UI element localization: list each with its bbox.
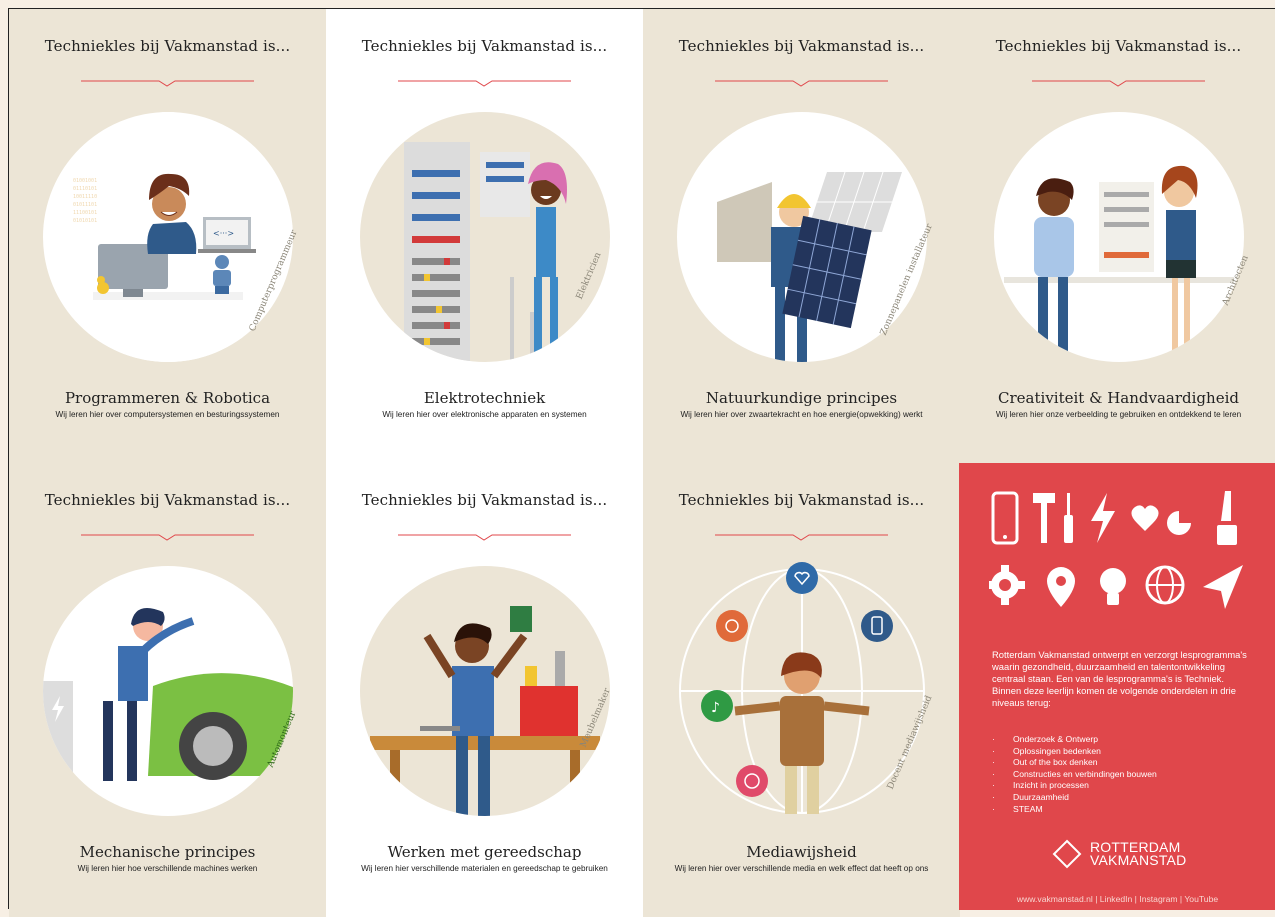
- card-header: Techniekles bij Vakmanstad is...: [44, 37, 291, 55]
- illustration-circle: [360, 566, 610, 816]
- card-title: Elektrotechniek: [423, 389, 546, 407]
- card-description: Wij leren hier onze verbeelding te gebru…: [995, 410, 1242, 419]
- card-description: Wij leren hier over zwaartekracht en hoe…: [680, 410, 923, 419]
- lightning-icon: [1091, 493, 1115, 543]
- header-divider: [81, 80, 254, 87]
- list-item: Onderzoek & Ontwerp: [992, 734, 1157, 746]
- card-header: Techniekles bij Vakmanstad is...: [678, 491, 925, 509]
- icon-grid: [989, 491, 1243, 609]
- list-item: STEAM: [992, 804, 1157, 816]
- solar-installer-illustration: [717, 171, 902, 362]
- architects-illustration: [1004, 165, 1234, 353]
- robot-claw-icon: [153, 112, 183, 141]
- header-divider: [1032, 80, 1205, 87]
- diamond-icon: [1052, 839, 1082, 869]
- illustration-circle: 01001001 01110101 10011110 01011101 11100101…: [43, 112, 293, 362]
- card-description: Wij leren hier over computersystemen en …: [55, 410, 280, 419]
- svg-text:<···>: <···>: [213, 229, 234, 238]
- screwdriver-icon: [1064, 493, 1073, 543]
- navigation-arrow-icon: [1203, 565, 1243, 609]
- card-description: Wij leren hier verschillende materialen …: [361, 864, 608, 873]
- pie-icon: [1167, 511, 1191, 535]
- card-mediawijsheid: Techniekles bij Vakmanstad is... ♪ Docen…: [643, 463, 960, 917]
- illustration-circle: [994, 112, 1244, 362]
- mechanic-illustration: [43, 608, 293, 781]
- phone-icon: [991, 491, 1019, 545]
- card-elektrotechniek: Techniekles bij Vakmanstad is... Elektri…: [326, 9, 643, 463]
- carpenter-illustration: [370, 606, 600, 816]
- card-header: Techniekles bij Vakmanstad is...: [361, 37, 608, 55]
- card-header: Techniekles bij Vakmanstad is...: [995, 37, 1242, 55]
- intro-text: Rotterdam Vakmanstad ontwerpt en verzorg…: [992, 649, 1247, 708]
- svg-text:♪: ♪: [711, 700, 720, 716]
- illustration-circle: [43, 566, 293, 816]
- svg-text:01011101: 01011101: [73, 202, 97, 208]
- card-creativiteit: Techniekles bij Vakmanstad is... Archite…: [960, 9, 1275, 463]
- logo-line-1: ROTTERDAM: [1090, 839, 1181, 855]
- illustration-circle: [360, 112, 610, 362]
- header-divider: [81, 534, 254, 541]
- card-description: Wij leren hier hoe verschillende machine…: [77, 864, 258, 873]
- list-item: Oplossingen bedenken: [992, 746, 1157, 758]
- techniek-poster: Techniekles bij Vakmanstad is... 0100100…: [8, 8, 1275, 917]
- card-description: Wij leren hier over verschillende media …: [674, 864, 929, 873]
- topic-list: Onderzoek & Ontwerp Oplossingen bedenken…: [992, 734, 1157, 815]
- svg-text:11100101: 11100101: [73, 210, 97, 216]
- card-header: Techniekles bij Vakmanstad is...: [44, 491, 291, 509]
- list-item: Duurzaamheid: [992, 792, 1157, 804]
- header-divider: [715, 534, 888, 541]
- header-divider: [398, 534, 571, 541]
- header-divider: [715, 80, 888, 87]
- card-header: Techniekles bij Vakmanstad is...: [361, 491, 608, 509]
- heart-icon: [1131, 505, 1159, 531]
- list-item: Inzicht in processen: [992, 780, 1157, 792]
- list-item: Constructies en verbindingen bouwen: [992, 769, 1157, 781]
- card-mechanische: Techniekles bij Vakmanstad is... Automon…: [9, 463, 326, 917]
- card-title: Mechanische principes: [79, 843, 256, 861]
- media-literacy-illustration: ♪: [679, 562, 925, 814]
- svg-text:01010101: 01010101: [73, 218, 97, 224]
- programmer-illustration: 01001001 01110101 10011110 01011101 11100101…: [73, 112, 256, 362]
- illustration-circle: ♪: [677, 562, 927, 816]
- card-gereedschap: Techniekles bij Vakmanstad is... Meubelm…: [326, 463, 643, 917]
- list-item: Out of the box denken: [992, 757, 1157, 769]
- card-description: Wij leren hier over elektronische appara…: [382, 410, 587, 419]
- card-title: Natuurkundige principes: [705, 389, 898, 407]
- card-programmeren: Techniekles bij Vakmanstad is... 0100100…: [9, 9, 326, 463]
- card-title: Creativiteit & Handvaardigheid: [998, 389, 1239, 407]
- saw-icon: [1217, 491, 1237, 545]
- card-title: Programmeren & Robotica: [64, 389, 271, 407]
- hammer-icon: [1033, 493, 1055, 543]
- info-panel: Rotterdam Vakmanstad ontwerpt en verzorg…: [959, 463, 1275, 910]
- svg-text:01110101: 01110101: [73, 186, 97, 192]
- globe-icon: [1145, 565, 1185, 605]
- card-title: Mediawijsheid: [746, 843, 857, 861]
- svg-text:01001001: 01001001: [73, 178, 97, 184]
- card-header: Techniekles bij Vakmanstad is...: [678, 37, 925, 55]
- lightbulb-icon: [1100, 568, 1126, 605]
- footer-links[interactable]: www.vakmanstad.nl | LinkedIn | Instagram…: [1016, 894, 1219, 904]
- gear-icon: [989, 565, 1025, 605]
- location-pin-icon: [1047, 567, 1075, 607]
- header-divider: [398, 80, 571, 87]
- card-natuurkunde: Techniekles bij Vakmanstad is... Zonnepa…: [643, 9, 960, 463]
- card-title: Werken met gereedschap: [387, 843, 582, 861]
- electrician-illustration: [404, 142, 567, 362]
- svg-text:10011110: 10011110: [73, 194, 97, 200]
- illustration-circle: [677, 112, 927, 362]
- logo-line-2: VAKMANSTAD: [1090, 852, 1187, 868]
